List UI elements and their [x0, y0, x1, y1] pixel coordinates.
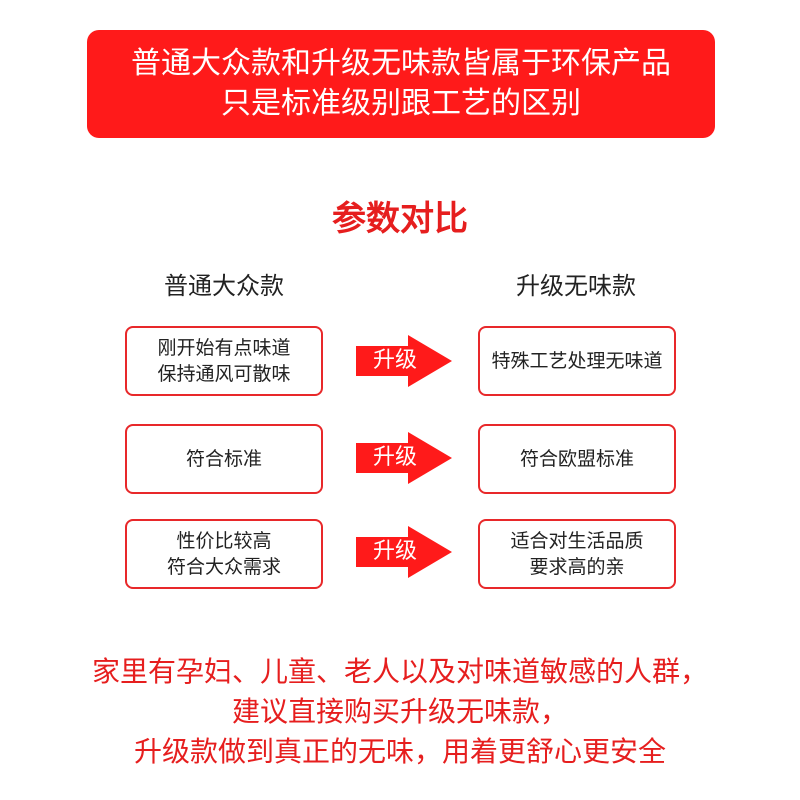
banner-line-1: 普通大众款和升级无味款皆属于环保产品 — [131, 46, 671, 81]
upgrade-arrow-1: 升级 — [356, 335, 452, 387]
upgrade-arrow-3: 升级 — [356, 526, 452, 578]
feature-text: 符合标准 — [185, 448, 262, 470]
section-title: 参数对比 — [332, 199, 468, 239]
standard-feature-box-3: 性价比较高 符合大众需求 — [125, 519, 323, 589]
arrow-right-icon — [356, 432, 452, 484]
recommendation-line-3: 升级款做到真正的无味，用着更舒心更安全 — [133, 735, 666, 768]
upgrade-label: 升级 — [372, 445, 417, 470]
feature-text: 符合大众需求 — [166, 556, 281, 578]
standard-feature-box-2: 符合标准 — [125, 424, 323, 494]
upgrade-label: 升级 — [372, 539, 417, 564]
feature-text: 特殊工艺处理无味道 — [491, 350, 663, 372]
top-banner: 普通大众款和升级无味款皆属于环保产品 只是标准级别跟工艺的区别 — [87, 30, 715, 138]
feature-text: 符合欧盟标准 — [519, 448, 634, 470]
feature-text: 性价比较高 — [176, 530, 272, 552]
upgraded-feature-box-1: 特殊工艺处理无味道 — [478, 326, 676, 396]
arrow-right-icon — [356, 526, 452, 578]
column-title-standard: 普通大众款 — [164, 272, 284, 300]
standard-feature-box-1: 刚开始有点味道 保持通风可散味 — [125, 326, 323, 396]
feature-text: 刚开始有点味道 — [157, 337, 291, 359]
arrow-right-icon — [356, 335, 452, 387]
feature-text: 要求高的亲 — [529, 556, 625, 578]
feature-text: 适合对生活品质 — [510, 530, 644, 552]
upgraded-feature-box-2: 符合欧盟标准 — [478, 424, 676, 494]
banner-line-2: 只是标准级别跟工艺的区别 — [221, 86, 581, 121]
recommendation-text: 家里有孕妇、儿童、老人以及对味道敏感的人群， 建议直接购买升级无味款， 升级款做… — [0, 652, 800, 772]
feature-text: 保持通风可散味 — [157, 363, 291, 385]
recommendation-line-1: 家里有孕妇、儿童、老人以及对味道敏感的人群， — [91, 655, 708, 688]
upgrade-arrow-2: 升级 — [356, 432, 452, 484]
column-title-upgraded: 升级无味款 — [516, 272, 636, 300]
upgrade-label: 升级 — [372, 348, 417, 373]
upgraded-feature-box-3: 适合对生活品质 要求高的亲 — [478, 519, 676, 589]
recommendation-line-2: 建议直接购买升级无味款， — [231, 695, 568, 728]
